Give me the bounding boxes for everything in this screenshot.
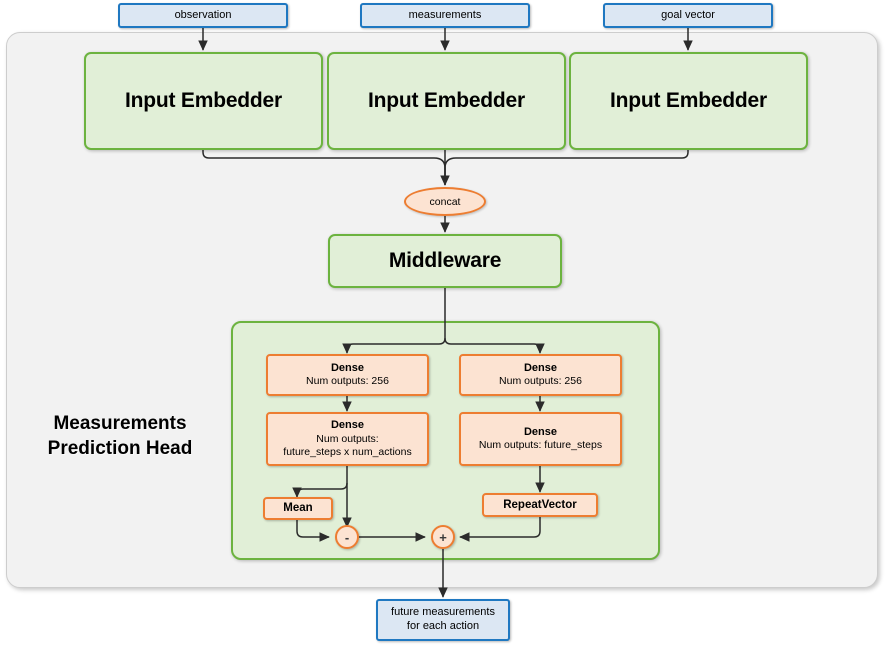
- output-box-line2: for each action: [406, 620, 480, 632]
- input-embedder-3-label: Input Embedder: [609, 88, 768, 112]
- dense-left-2-subtitle-line2: future_steps x num_actions: [283, 445, 412, 458]
- input-embedder-2[interactable]: Input Embedder: [327, 52, 566, 150]
- dense-right-2-subtitle: Num outputs: future_steps: [478, 439, 603, 452]
- head-title-line2: Prediction Head: [47, 437, 193, 459]
- input-box-observation-label: observation: [174, 8, 232, 21]
- dense-right-1-subtitle: Num outputs: 256: [499, 375, 582, 388]
- input-box-measurements-label: measurements: [408, 8, 482, 21]
- dense-left-2-subtitle-line1: Num outputs:: [316, 432, 379, 445]
- dense-left-1-title: Dense: [330, 361, 365, 374]
- input-box-goal-vector-label: goal vector: [661, 8, 715, 21]
- repeat-vector-node[interactable]: RepeatVector: [482, 493, 598, 517]
- mean-node[interactable]: Mean: [263, 497, 333, 520]
- repeat-vector-label: RepeatVector: [503, 498, 577, 511]
- output-box-future-measurements[interactable]: future measurements for each action: [376, 599, 510, 641]
- input-embedder-3[interactable]: Input Embedder: [569, 52, 808, 150]
- add-operator[interactable]: +: [431, 525, 455, 549]
- input-embedder-1-label: Input Embedder: [124, 88, 283, 112]
- concat-node[interactable]: concat: [404, 187, 486, 216]
- head-title-line1: Measurements: [53, 413, 187, 434]
- middleware-node[interactable]: Middleware: [328, 234, 562, 288]
- dense-left-1-subtitle: Num outputs: 256: [306, 375, 389, 388]
- input-box-measurements[interactable]: measurements: [360, 3, 530, 28]
- output-box-line1: future measurements: [391, 606, 495, 619]
- concat-label: concat: [429, 195, 461, 208]
- subtract-operator[interactable]: -: [335, 525, 359, 549]
- subtract-operator-label: -: [344, 529, 350, 545]
- dense-left-2-title: Dense: [330, 419, 365, 431]
- add-operator-label: +: [439, 529, 447, 545]
- mean-label: Mean: [283, 502, 313, 515]
- dense-right-2[interactable]: Dense Num outputs: future_steps: [459, 412, 622, 466]
- dense-right-1-title: Dense: [523, 361, 558, 374]
- dense-left-1[interactable]: Dense Num outputs: 256: [266, 354, 429, 396]
- dense-left-2[interactable]: Dense Num outputs: future_steps x num_ac…: [266, 412, 429, 466]
- dense-right-2-title: Dense: [523, 425, 558, 438]
- input-box-observation[interactable]: observation: [118, 3, 288, 28]
- dense-right-1[interactable]: Dense Num outputs: 256: [459, 354, 622, 396]
- head-title: Measurements Prediction Head: [20, 412, 220, 461]
- middleware-label: Middleware: [388, 248, 502, 272]
- input-embedder-1[interactable]: Input Embedder: [84, 52, 323, 150]
- input-embedder-2-label: Input Embedder: [367, 88, 526, 112]
- input-box-goal-vector[interactable]: goal vector: [603, 3, 773, 28]
